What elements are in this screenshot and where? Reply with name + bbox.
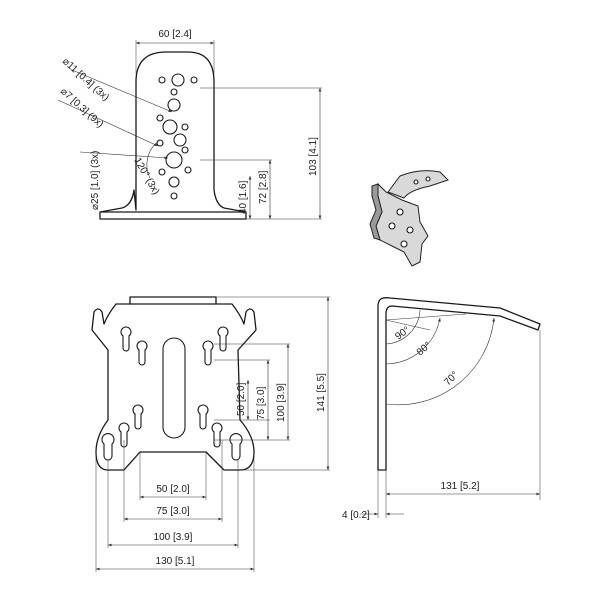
hole-small <box>170 88 178 96</box>
dim-72-label: 72 [2.8] <box>258 170 269 204</box>
iso-top-flange <box>387 170 449 199</box>
top-view: 60 [2.4] ⌀11 [0.4] (3x) ⌀7 [0.3] (9x) ⌀2… <box>57 29 322 220</box>
arc-90 <box>385 309 421 345</box>
hole-small <box>156 114 164 122</box>
dim-40-label: 40 [1.6] <box>238 180 249 214</box>
hole-large <box>162 119 178 135</box>
angle-arc <box>146 139 161 179</box>
side-bracket-outline <box>377 297 541 471</box>
hole-small <box>190 76 198 84</box>
hole-large <box>171 73 185 87</box>
iso-hole <box>413 179 419 185</box>
angle-90-label: 90° <box>393 325 412 343</box>
dim-50h-label: 50 [2.0] <box>156 484 190 495</box>
dim-hole25-label: ⌀25 [1.0] (3x) <box>90 151 101 210</box>
side-view: 90° 80° 70° 131 [5.2] 4 [0.2] <box>342 297 541 521</box>
front-view: 50 [2.0] 75 [3.0] 100 [3.9] 141 [5.5] 50… <box>91 296 330 572</box>
hole-large <box>167 98 181 112</box>
leader-hole7 <box>57 99 159 147</box>
iso-hole <box>396 208 404 216</box>
hole-small <box>184 166 192 174</box>
dim-75h-label: 75 [3.0] <box>156 506 190 517</box>
dim-141v-label: 141 [5.5] <box>316 373 327 412</box>
angle-80-label: 80° <box>415 340 434 358</box>
angle-70-label: 70° <box>442 370 460 388</box>
dim-4-label: 4 [0.2] <box>342 510 370 521</box>
ref-line <box>385 319 431 331</box>
hole-large <box>168 176 180 188</box>
hole-small <box>158 76 166 84</box>
dim-50v-label: 50 [2.0] <box>236 382 247 416</box>
ref-line <box>385 313 467 321</box>
dim-103-label: 103 [4.1] <box>308 137 319 176</box>
dim-75v-label: 75 [3.0] <box>256 386 267 420</box>
arc-70 <box>385 317 496 406</box>
leader-hole25 <box>79 151 169 160</box>
top-bracket-outline <box>99 51 247 220</box>
dim-131-label: 131 [5.2] <box>441 481 480 492</box>
leader-hole11 <box>71 69 173 113</box>
iso-hole <box>388 222 396 230</box>
hole-small <box>181 123 189 131</box>
hole-large <box>173 133 187 147</box>
hole-small <box>170 192 178 200</box>
iso-hole <box>400 240 408 248</box>
dim-100v-label: 100 [3.9] <box>276 383 287 422</box>
hole-center <box>165 151 183 169</box>
iso-hole <box>406 226 414 234</box>
hole-small <box>181 146 189 154</box>
keyhole-slots <box>101 326 243 461</box>
dim-100h-label: 100 [3.9] <box>154 532 193 543</box>
iso-side <box>369 183 383 241</box>
iso-hole <box>425 176 431 182</box>
isometric-view <box>369 170 449 267</box>
dim-60-label: 60 [2.4] <box>158 29 192 40</box>
hole-small <box>158 168 166 176</box>
dim-130h-label: 130 [5.1] <box>156 556 195 567</box>
arc-80 <box>385 317 441 365</box>
hole-small <box>156 139 164 147</box>
center-slot <box>162 337 186 439</box>
